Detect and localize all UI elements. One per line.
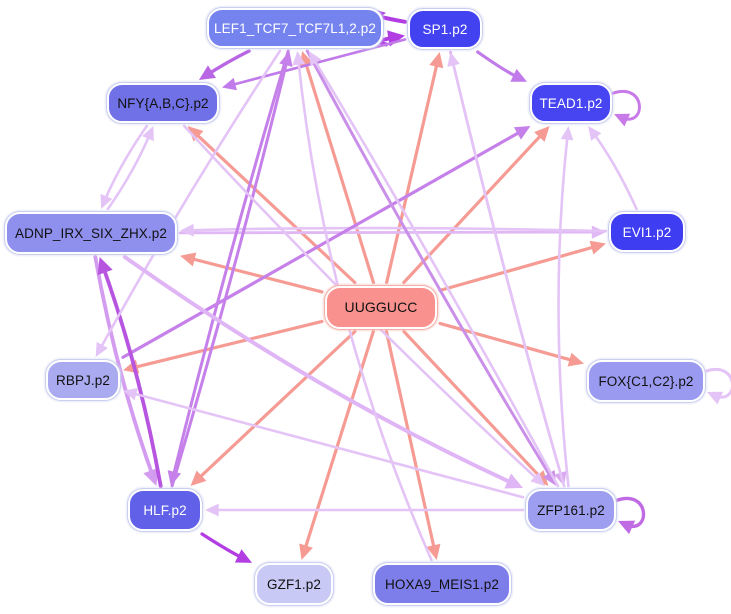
edge-UUGGUCC-LEF1 — [302, 57, 376, 285]
edge-LEF1-ZFP161 — [305, 49, 554, 481]
node-label-adnp: ADNP_IRX_SIX_ZHX.p2 — [15, 225, 167, 241]
edge-ADNP-EVI1 — [178, 230, 600, 235]
edge-ADNP-ZFP161 — [122, 255, 517, 487]
node-label-evi1: EVI1.p2 — [622, 224, 672, 240]
edge-LEF1-ZFP161-arrowhead — [542, 469, 557, 486]
edge-ADNP-HLF-arrowhead — [143, 467, 159, 486]
edge-SP1-NFY-arrowhead — [222, 77, 237, 91]
edge-HLF-ADNP-arrowhead — [97, 257, 113, 276]
self-loop-ZFP161-arrowhead — [618, 520, 636, 535]
edge-UUGGUCC-RBPJ — [129, 319, 324, 370]
node-hoxa9[interactable]: HOXA9_MEIS1.p2 — [373, 563, 511, 605]
node-gzf1[interactable]: GZF1.p2 — [255, 563, 333, 605]
edge-UUGGUCC-ZFP161 — [402, 329, 545, 482]
node-label-rbpj: RBPJ.p2 — [56, 372, 110, 388]
edge-UUGGUCC-EVI1-arrowhead — [589, 240, 606, 255]
self-loop-ZFP161 — [613, 496, 646, 528]
edge-ADNP-NFY — [106, 131, 152, 211]
edge-ADNP-ZFP161-arrowhead — [504, 473, 523, 489]
self-loop-TEAD1 — [609, 90, 641, 121]
node-label-tead1: TEAD1.p2 — [539, 95, 603, 111]
edge-SP1-TEAD1-arrowhead — [510, 68, 527, 82]
node-label-hlf: HLF.p2 — [143, 502, 187, 518]
edge-EVI1-ADNP — [186, 226, 608, 233]
edge-LEF1-NFY — [204, 49, 251, 78]
edge-HLF-GZF1 — [200, 532, 247, 561]
edge-UUGGUCC-NFY — [192, 130, 357, 285]
edge-ZFP161-SP1 — [450, 58, 566, 488]
edge-ZFP161-SP1-arrowhead — [447, 52, 460, 67]
node-label-gzf1: GZF1.p2 — [267, 576, 321, 592]
edge-EVI1-TEAD1 — [591, 130, 638, 211]
node-nfy[interactable]: NFY{A,B,C}.p2 — [107, 83, 219, 123]
edge-HLF-LEF1 — [170, 57, 289, 488]
edge-ZFP161-RBPJ-arrowhead — [123, 388, 138, 401]
edge-UUGGUCC-HOXA9 — [384, 329, 437, 554]
node-zfp161[interactable]: ZFP161.p2 — [526, 489, 616, 531]
edge-RBPJ-TEAD1 — [121, 128, 525, 359]
edge-RBPJ-TEAD1-arrowhead — [513, 126, 531, 140]
node-tead1[interactable]: TEAD1.p2 — [530, 83, 612, 123]
node-label-uuggucc: UUGGUCC — [344, 299, 418, 315]
edge-UUGGUCC-EVI1 — [438, 244, 600, 292]
edge-ZFP161-RBPJ — [128, 391, 525, 499]
node-label-lef1: LEF1_TCF7_TCF7L1,2.p2 — [214, 20, 376, 36]
node-label-fox: FOX{C1,C2}.p2 — [598, 373, 694, 389]
edge-UUGGUCC-TEAD1 — [402, 130, 546, 285]
node-sp1[interactable]: SP1.p2 — [408, 9, 482, 49]
self-loop-FOX — [702, 368, 731, 399]
edge-LEF1-RBPJ-arrowhead — [95, 341, 108, 357]
edge-NFY-ADNP — [102, 124, 149, 204]
edge-LEF1-HLF — [171, 49, 290, 480]
edge-UUGGUCC-ADNP — [186, 256, 324, 294]
node-label-sp1: SP1.p2 — [422, 21, 468, 37]
edge-HLF-ADNP — [100, 263, 163, 488]
self-loop-TEAD1-arrowhead — [614, 113, 631, 127]
node-adnp[interactable]: ADNP_IRX_SIX_ZHX.p2 — [5, 212, 177, 254]
edge-UUGGUCC-HLF — [194, 329, 357, 482]
edge-SP1-TEAD1 — [476, 50, 522, 80]
node-label-zfp161: ZFP161.p2 — [537, 502, 605, 518]
edge-UUGGUCC-FOX — [438, 321, 578, 364]
edge-ADNP-NFY-arrowhead — [142, 126, 154, 142]
edge-LEF1-RBPJ — [97, 49, 282, 352]
edge-HLF-GZF1-arrowhead — [234, 549, 252, 563]
node-label-nfy: NFY{A,B,C}.p2 — [117, 95, 209, 111]
node-rbpj[interactable]: RBPJ.p2 — [46, 360, 120, 400]
node-uuggucc[interactable]: UUGGUCC — [325, 285, 437, 329]
edge-NFY-ADNP-arrowhead — [100, 193, 113, 209]
edge-ADNP-HLF — [93, 255, 156, 480]
edge-UUGGUCC-GZF1-arrowhead — [299, 543, 313, 560]
self-loop-FOX-arrowhead — [707, 391, 724, 405]
node-lef1[interactable]: LEF1_TCF7_TCF7L1,2.p2 — [207, 8, 383, 48]
edge-ZFP161-TEAD1 — [557, 132, 570, 488]
node-hlf[interactable]: HLF.p2 — [128, 489, 202, 531]
node-evi1[interactable]: EVI1.p2 — [609, 212, 685, 252]
node-label-hoxa9: HOXA9_MEIS1.p2 — [385, 576, 499, 592]
edge-UUGGUCC-SP1 — [385, 58, 440, 285]
edge-UUGGUCC-GZF1 — [302, 329, 375, 554]
node-fox[interactable]: FOX{C1,C2}.p2 — [587, 360, 705, 402]
edge-ZFP161-LEF1-arrowhead — [308, 51, 322, 67]
edge-UUGGUCC-FOX-arrowhead — [567, 352, 584, 367]
edge-ZFP161-LEF1 — [311, 56, 560, 488]
